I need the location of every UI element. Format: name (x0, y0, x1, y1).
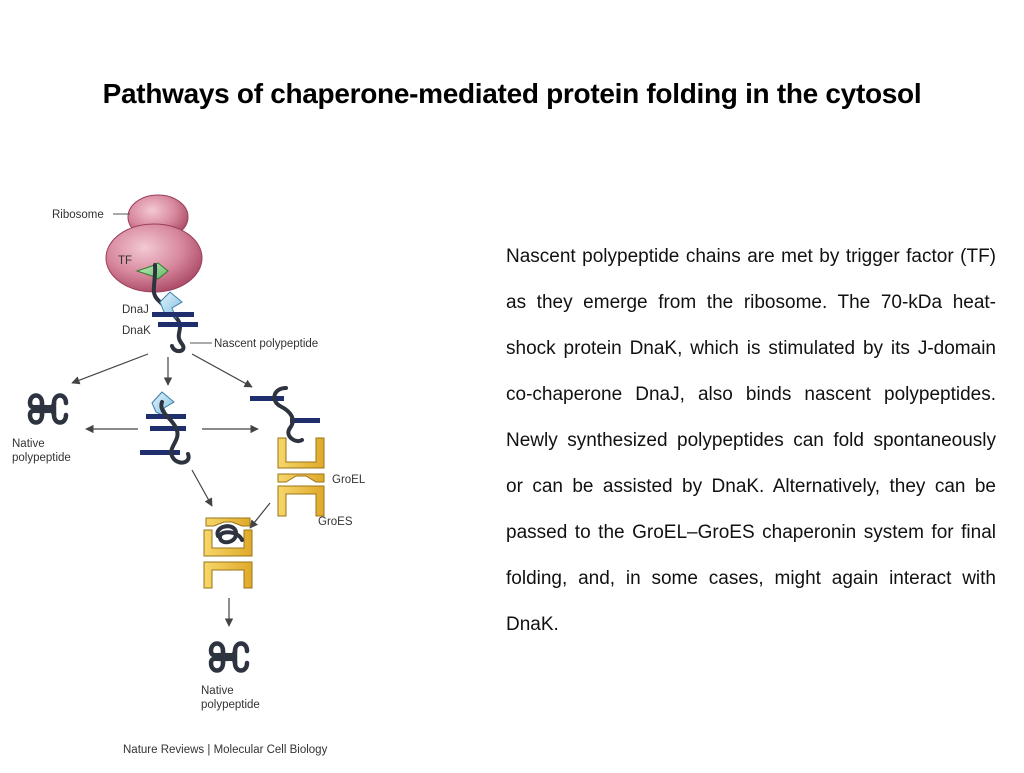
groel-label: GroEL (332, 474, 366, 486)
dnaj-label: DnaJ (122, 304, 149, 316)
arrow-to-groel (191, 353, 253, 388)
body-paragraph: Nascent polypeptide chains are met by tr… (506, 246, 996, 635)
nascent-polypeptide-label: Nascent polypeptide (214, 338, 318, 350)
dnak-shape-middle-2 (150, 426, 186, 431)
dnak-shape-right-2 (290, 418, 320, 423)
slide-title: Pathways of chaperone-mediated protein f… (102, 78, 922, 109)
dnak-shape-right-1 (250, 396, 284, 401)
native-left-label-line2: polypeptide (12, 452, 71, 464)
native-bottom-label-line2: polypeptide (201, 699, 260, 711)
trigger-factor-shape (135, 262, 169, 280)
groel-groes-complex-right (277, 437, 325, 517)
figure-credit: Nature Reviews | Molecular Cell Biology (123, 744, 328, 756)
dnak-label: DnaK (122, 325, 151, 337)
credit-journal: Nature Reviews (123, 744, 204, 756)
groel-groes-complex-bottom (203, 517, 253, 589)
credit-product: Molecular Cell Biology (214, 744, 328, 756)
dnak-shape-top-1 (152, 312, 194, 317)
folding-chain-in-cage (215, 524, 244, 545)
nascent-chain-right (272, 386, 304, 443)
dnak-shape-top-2 (158, 322, 198, 327)
arrow-groel-to-bottom-complex (249, 502, 271, 529)
arrow-to-native-left (71, 353, 149, 385)
ribosome-label: Ribosome (52, 209, 104, 221)
nascent-chain-top (151, 263, 186, 353)
native-polypeptide-left-shape (27, 393, 69, 425)
credit-separator: | (204, 744, 213, 756)
chaperone-pathway-diagram: Ribosome TF DnaJ DnaK Nascent polypeptid… (0, 180, 470, 768)
native-left-label-line1: Native (12, 438, 45, 450)
native-bottom-label-line1: Native (201, 685, 234, 697)
groes-label: GroES (318, 516, 353, 528)
nascent-chain-middle (159, 400, 191, 465)
dnak-shape-middle-3 (140, 450, 180, 455)
arrow-middle-to-bottom-complex (191, 469, 213, 507)
native-polypeptide-bottom-shape (208, 641, 250, 673)
ribosome-shape (105, 194, 203, 293)
tf-label: TF (118, 255, 132, 267)
